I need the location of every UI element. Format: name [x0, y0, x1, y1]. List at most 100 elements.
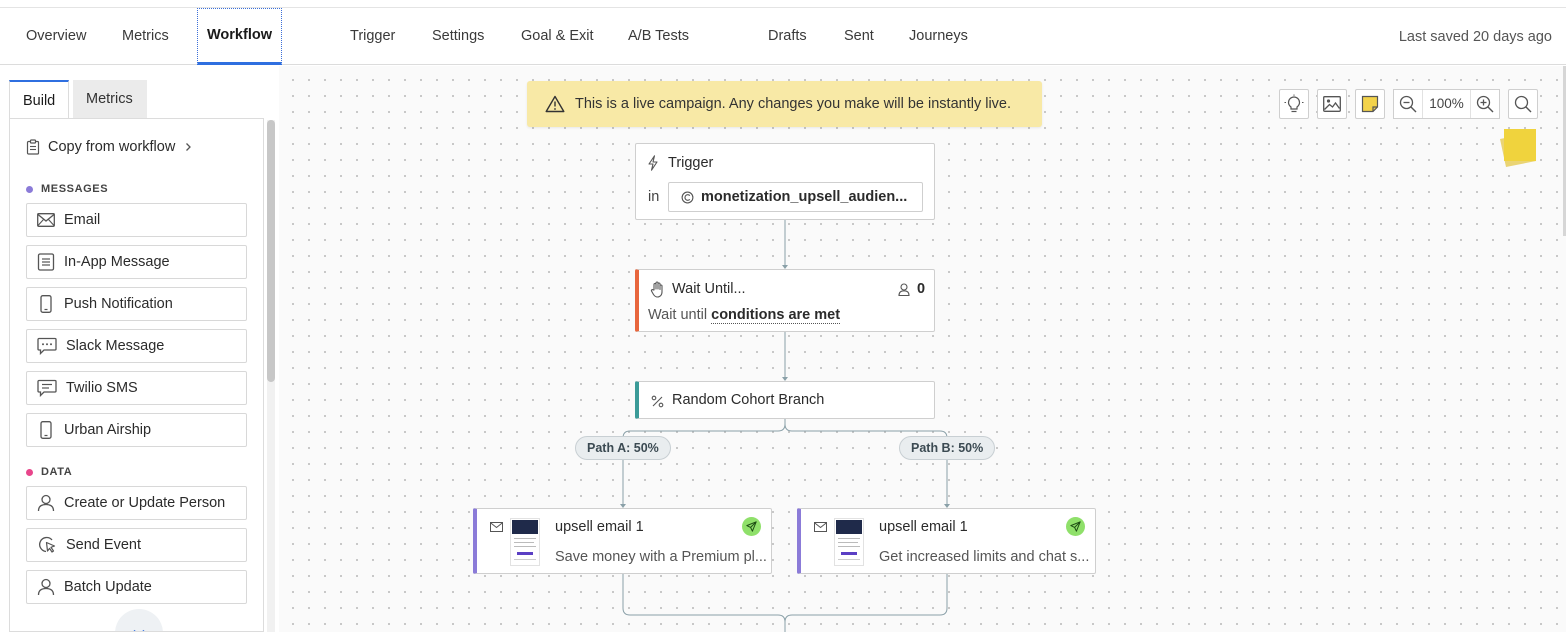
data-section-heading: DATA	[26, 466, 72, 478]
palette-item-label: Batch Update	[64, 579, 152, 595]
tab-ab-tests[interactable]: A/B Tests	[628, 28, 689, 44]
percent-icon	[651, 395, 664, 408]
trigger-node[interactable]: Trigger in monetization_upsell_audien...	[635, 143, 935, 220]
path-a-label[interactable]: Path A: 50%	[575, 436, 671, 460]
wait-conditions-link[interactable]: conditions are met	[711, 307, 841, 324]
phone-icon	[40, 421, 52, 439]
email-subject: Get increased limits and chat s...	[879, 549, 1090, 565]
tips-button[interactable]	[1279, 89, 1309, 119]
hand-icon	[650, 281, 663, 298]
panel-scrollbar-thumb[interactable]	[267, 120, 275, 382]
palette-item-batch-update[interactable]: Batch Update	[26, 570, 247, 604]
chevron-down-icon	[133, 629, 145, 631]
email-sending-status	[742, 517, 761, 536]
wait-description: Wait until conditions are met	[648, 307, 841, 324]
envelope-icon	[814, 522, 827, 532]
email-subject: Save money with a Premium pl...	[555, 549, 767, 565]
chevron-right-icon	[186, 143, 192, 151]
branch-title: Random Cohort Branch	[672, 392, 825, 408]
email-preview-thumbnail	[834, 518, 864, 566]
messages-heading-label: MESSAGES	[41, 183, 109, 195]
tab-settings[interactable]: Settings	[432, 28, 485, 44]
wait-title: Wait Until...	[672, 281, 746, 297]
wait-description-prefix: Wait until	[648, 307, 708, 323]
envelope-icon	[37, 213, 55, 227]
lightning-icon	[648, 155, 658, 171]
phone-icon	[40, 295, 52, 313]
trigger-audience-name: monetization_upsell_audien...	[701, 189, 908, 205]
paper-plane-icon	[1070, 521, 1081, 532]
tab-workflow[interactable]: Workflow	[197, 8, 282, 65]
envelope-icon	[490, 522, 503, 532]
search-icon	[1514, 95, 1532, 113]
random-cohort-branch-node[interactable]: Random Cohort Branch	[635, 381, 935, 419]
tab-journeys[interactable]: Journeys	[909, 28, 968, 44]
messages-section-heading: MESSAGES	[26, 183, 108, 195]
messages-dot	[26, 185, 33, 193]
tab-goal-exit[interactable]: Goal & Exit	[521, 28, 594, 44]
zoom-out-button[interactable]	[1394, 90, 1422, 118]
email-node[interactable]: upsell email 1 Get increased limits and …	[797, 508, 1096, 574]
tab-trigger[interactable]: Trigger	[350, 28, 396, 44]
build-panel: Build Metrics Copy from workflow MESSAGE…	[9, 80, 277, 632]
zoom-level: 100%	[1422, 90, 1471, 118]
email-preview-thumbnail	[510, 518, 540, 566]
wait-until-node[interactable]: Wait Until... 0 Wait until conditions ar…	[635, 269, 935, 332]
palette-item-in-app-message[interactable]: In-App Message	[26, 245, 247, 279]
image-icon	[1323, 96, 1341, 112]
top-nav: Overview Metrics Workflow Trigger Settin…	[0, 7, 1566, 65]
copy-from-workflow-button[interactable]: Copy from workflow	[26, 139, 193, 155]
image-button[interactable]	[1317, 89, 1347, 119]
palette-item-twilio-sms[interactable]: Twilio SMS	[26, 371, 247, 405]
trigger-audience-select[interactable]: monetization_upsell_audien...	[668, 182, 923, 212]
zoom-out-icon	[1399, 95, 1417, 113]
email-title: upsell email 1	[879, 519, 968, 535]
paper-plane-icon	[746, 521, 757, 532]
palette-item-send-event[interactable]: Send Event	[26, 528, 247, 562]
sticky-note[interactable]	[1500, 127, 1536, 167]
add-note-button[interactable]	[1355, 89, 1385, 119]
trigger-in-label: in	[648, 189, 660, 205]
panel-tab-metrics[interactable]: Metrics	[73, 80, 147, 118]
cursor-click-icon	[39, 536, 56, 553]
path-b-label[interactable]: Path B: 50%	[899, 436, 996, 460]
lightbulb-icon	[1284, 94, 1304, 113]
palette-item-create-update-person[interactable]: Create or Update Person	[26, 486, 247, 520]
email-title: upsell email 1	[555, 519, 644, 535]
palette-item-slack-message[interactable]: Slack Message	[26, 329, 247, 363]
tab-overview[interactable]: Overview	[26, 28, 87, 44]
palette-item-label: In-App Message	[64, 254, 170, 270]
tab-metrics[interactable]: Metrics	[122, 28, 169, 44]
chat-bubble-icon	[37, 337, 57, 355]
palette-item-urban-airship[interactable]: Urban Airship	[26, 413, 247, 447]
trigger-title: Trigger	[668, 155, 714, 171]
tab-sent[interactable]: Sent	[844, 28, 874, 44]
email-sending-status	[1066, 517, 1085, 536]
scroll-down-button[interactable]	[115, 609, 163, 631]
palette-item-label: Twilio SMS	[66, 380, 138, 396]
person-icon	[37, 578, 55, 596]
search-canvas-button[interactable]	[1508, 89, 1538, 119]
panel-tab-build[interactable]: Build	[9, 80, 69, 118]
palette-item-label: Urban Airship	[64, 422, 152, 438]
palette-item-email[interactable]: Email	[26, 203, 247, 237]
palette-item-push-notification[interactable]: Push Notification	[26, 287, 247, 321]
sticky-note-icon	[1361, 95, 1379, 113]
sms-icon	[37, 379, 57, 397]
warning-icon	[545, 95, 565, 113]
panel-scrollbar[interactable]	[267, 120, 275, 632]
person-icon	[37, 494, 55, 512]
copy-from-workflow-label: Copy from workflow	[48, 139, 176, 155]
canvas-scrollbar[interactable]	[1563, 66, 1566, 236]
person-icon	[898, 283, 910, 296]
zoom-controls: 100%	[1393, 89, 1500, 119]
segment-icon	[681, 191, 694, 203]
tab-drafts[interactable]: Drafts	[768, 28, 807, 44]
data-dot	[26, 468, 33, 476]
zoom-in-icon	[1476, 95, 1494, 113]
zoom-in-button[interactable]	[1471, 90, 1499, 118]
palette-item-label: Send Event	[66, 537, 141, 553]
palette-item-label: Slack Message	[66, 338, 165, 354]
email-node[interactable]: upsell email 1 Save money with a Premium…	[473, 508, 772, 574]
live-campaign-banner: This is a live campaign. Any changes you…	[527, 81, 1042, 127]
